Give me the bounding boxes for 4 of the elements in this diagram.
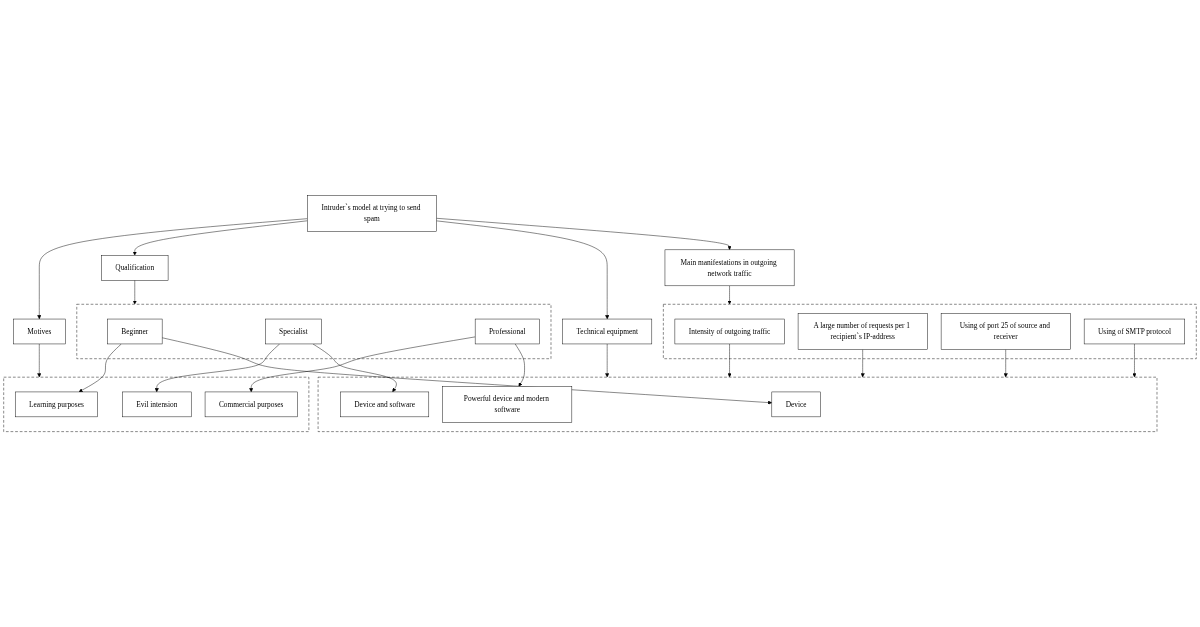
cluster	[317, 376, 1158, 432]
cluster	[3, 376, 310, 432]
cluster	[663, 304, 1197, 359]
cluster	[76, 304, 552, 359]
